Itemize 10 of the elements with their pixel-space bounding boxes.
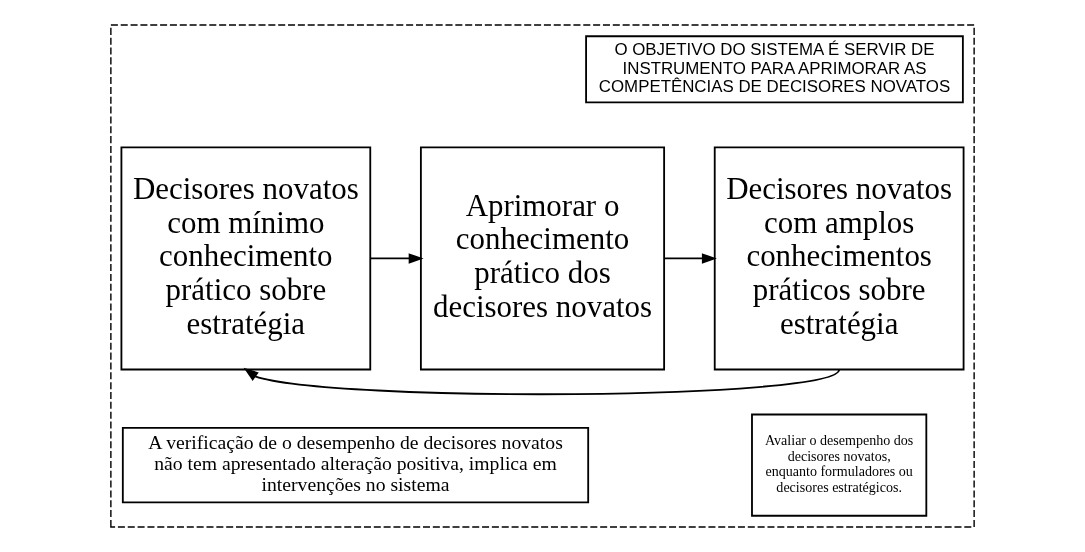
node-box: Decisores novatos com mínimo conhecimento prático sobre estratégia: [120, 146, 372, 371]
cluster: [110, 24, 975, 528]
node-box: O OBJETIVO DO SISTEMA É SERVIR DE INSTRUMENTO PARA APRIMORAR AS COMPETÊNCIAS DE DECISORES NOVATOS: [585, 35, 964, 104]
node-box: Aprimorar o conhecimento prático dos decisores novatos: [419, 146, 666, 371]
arrow: [369, 253, 424, 264]
node-box: A verificação de o desempenho de decisores novatos não tem apresentado alteração positiva, implica em intervenções no sistema: [121, 426, 590, 504]
arrow: [663, 253, 717, 264]
node-box: Avaliar o desempenho dos decisores novatos, enquanto formuladores ou decisores estratégicos.: [751, 413, 928, 517]
node-box: Decisores novatos com amplos conhecimentos práticos sobre estratégia: [713, 146, 965, 371]
arrow: [243, 367, 841, 395]
